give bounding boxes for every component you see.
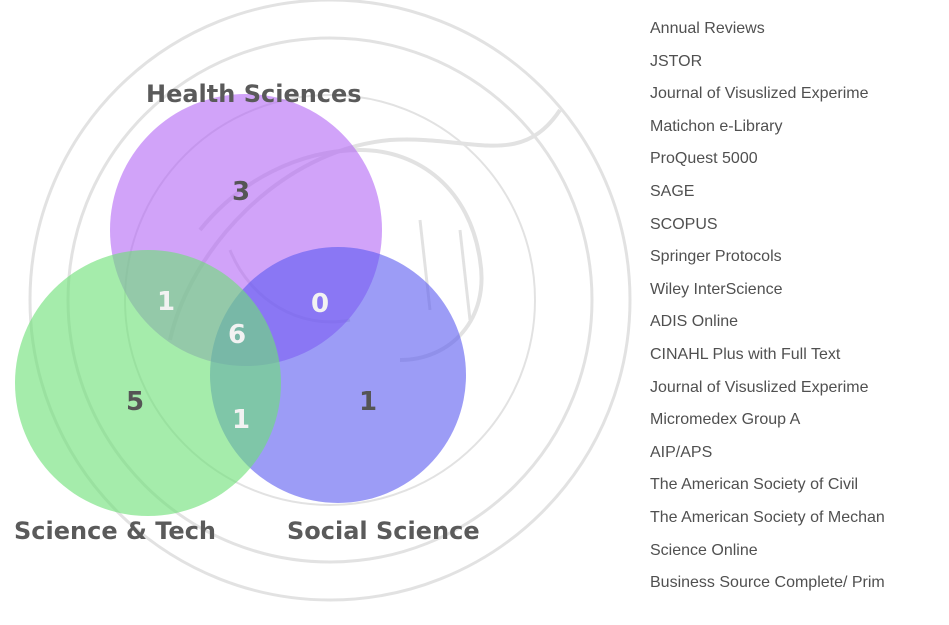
- database-item: SAGE: [650, 182, 695, 200]
- database-item: Journal of Visuslized Experime: [650, 378, 869, 396]
- count-health-social: 0: [311, 289, 330, 319]
- database-item: Springer Protocols: [650, 248, 782, 266]
- database-item: ADIS Online: [650, 313, 739, 331]
- count-health-only: 3: [232, 177, 251, 207]
- database-list: Annual Reviews JSTOR Journal of Visusliz…: [650, 13, 885, 600]
- database-item: ProQuest 5000: [650, 150, 758, 168]
- science-tech-label: Science & Tech: [14, 517, 217, 545]
- count-scitech-only: 5: [126, 387, 145, 417]
- database-item: AIP/APS: [650, 443, 713, 461]
- count-social-only: 1: [359, 387, 378, 417]
- database-item: Science Online: [650, 541, 758, 559]
- count-all-three: 6: [228, 320, 247, 350]
- database-item: CINAHL Plus with Full Text: [650, 345, 841, 363]
- database-item: SCOPUS: [650, 215, 718, 233]
- database-item: Matichon e-Library: [650, 117, 783, 135]
- database-item: Micromedex Group A: [650, 411, 801, 429]
- database-item: Wiley InterScience: [650, 280, 783, 298]
- database-item: The American Society of Civil: [650, 476, 859, 494]
- database-item: Journal of Visuslized Experime: [650, 85, 869, 103]
- science-tech-circle: [15, 250, 281, 516]
- social-science-label: Social Science: [287, 517, 480, 545]
- social-science-circle: [210, 247, 466, 503]
- database-item: Annual Reviews: [650, 20, 765, 37]
- database-item: JSTOR: [650, 52, 703, 70]
- health-sciences-label: Health Sciences: [146, 80, 362, 108]
- count-health-scitech: 1: [157, 287, 176, 317]
- count-scitech-social: 1: [232, 405, 251, 435]
- database-item: The American Society of Mechan: [650, 508, 885, 526]
- database-item: Business Source Complete/ Prim: [650, 574, 885, 592]
